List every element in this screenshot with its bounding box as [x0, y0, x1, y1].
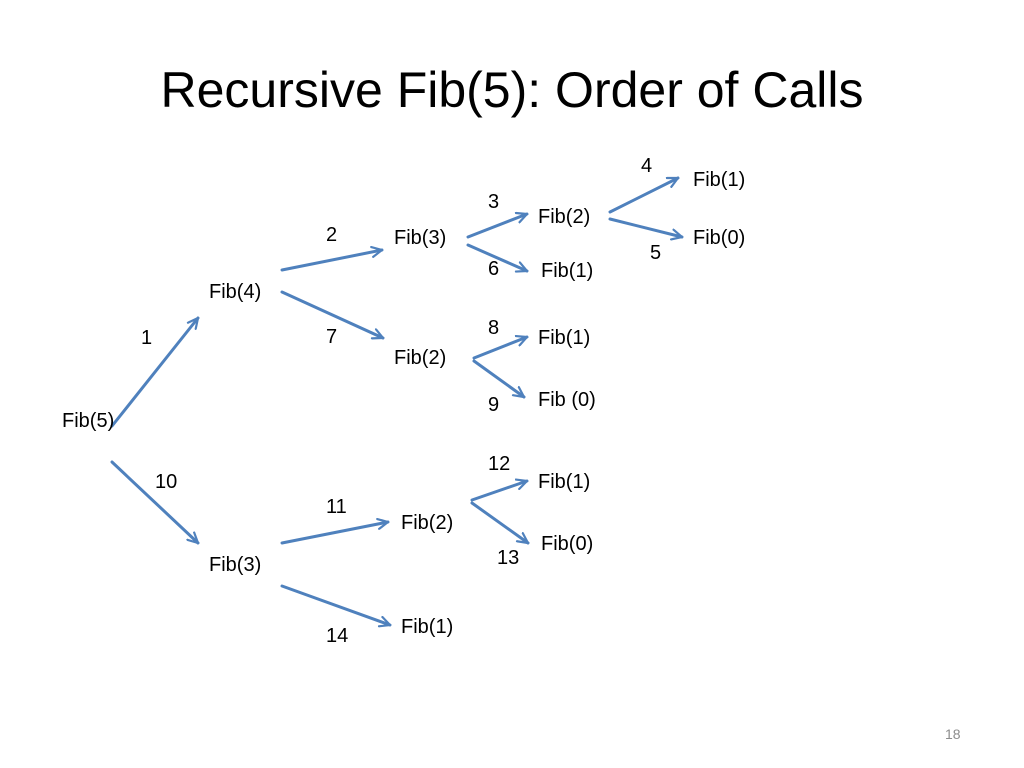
node-fib1-e: Fib(1) [401, 616, 454, 638]
arrow-11 [280, 522, 390, 545]
call-order-8: 8 [488, 317, 500, 339]
node-fib2-b: Fib(2) [394, 347, 447, 369]
call-order-4: 4 [641, 155, 653, 177]
node-fib1-b: Fib(1) [541, 260, 594, 282]
node-fib1-a: Fib(1) [693, 169, 746, 191]
call-order-12: 12 [488, 453, 511, 475]
node-fib2-a: Fib(2) [538, 206, 591, 228]
arrow-3 [466, 214, 529, 239]
node-fib5: Fib(5) [62, 410, 115, 432]
call-order-10: 10 [155, 471, 178, 493]
call-order-1: 1 [141, 327, 153, 349]
arrow-8 [472, 337, 529, 360]
node-fib1-c: Fib(1) [538, 327, 591, 349]
arrow-9 [472, 359, 526, 399]
node-fib4: Fib(4) [209, 281, 262, 303]
call-order-3: 3 [488, 191, 500, 213]
node-fib0-b: Fib (0) [538, 389, 596, 411]
call-order-14: 14 [326, 625, 349, 647]
arrow-14 [280, 584, 392, 625]
node-fib3-a: Fib(3) [394, 227, 447, 249]
arrow-7 [280, 290, 385, 338]
arrow-10 [110, 460, 200, 545]
call-order-9: 9 [488, 394, 500, 416]
slide-number: 18 [945, 726, 961, 742]
call-order-11: 11 [326, 496, 347, 518]
call-order-7: 7 [326, 326, 338, 348]
arrow-4 [608, 176, 680, 214]
arrow-6 [466, 243, 529, 271]
arrow-1 [110, 316, 200, 428]
call-order-13: 13 [497, 547, 520, 569]
slide-title: Recursive Fib(5): Order of Calls [160, 62, 864, 118]
call-order-6: 6 [488, 258, 500, 280]
call-order-2: 2 [326, 224, 338, 246]
arrow-2 [280, 250, 384, 272]
arrow-13 [470, 501, 530, 545]
arrow-12 [470, 481, 529, 502]
arrow-5 [608, 217, 684, 237]
node-fib0-c: Fib(0) [541, 533, 594, 555]
node-fib0-a: Fib(0) [693, 227, 746, 249]
node-fib3-b: Fib(3) [209, 554, 262, 576]
node-fib2-c: Fib(2) [401, 512, 454, 534]
call-order-5: 5 [650, 242, 662, 264]
node-fib1-d: Fib(1) [538, 471, 591, 493]
